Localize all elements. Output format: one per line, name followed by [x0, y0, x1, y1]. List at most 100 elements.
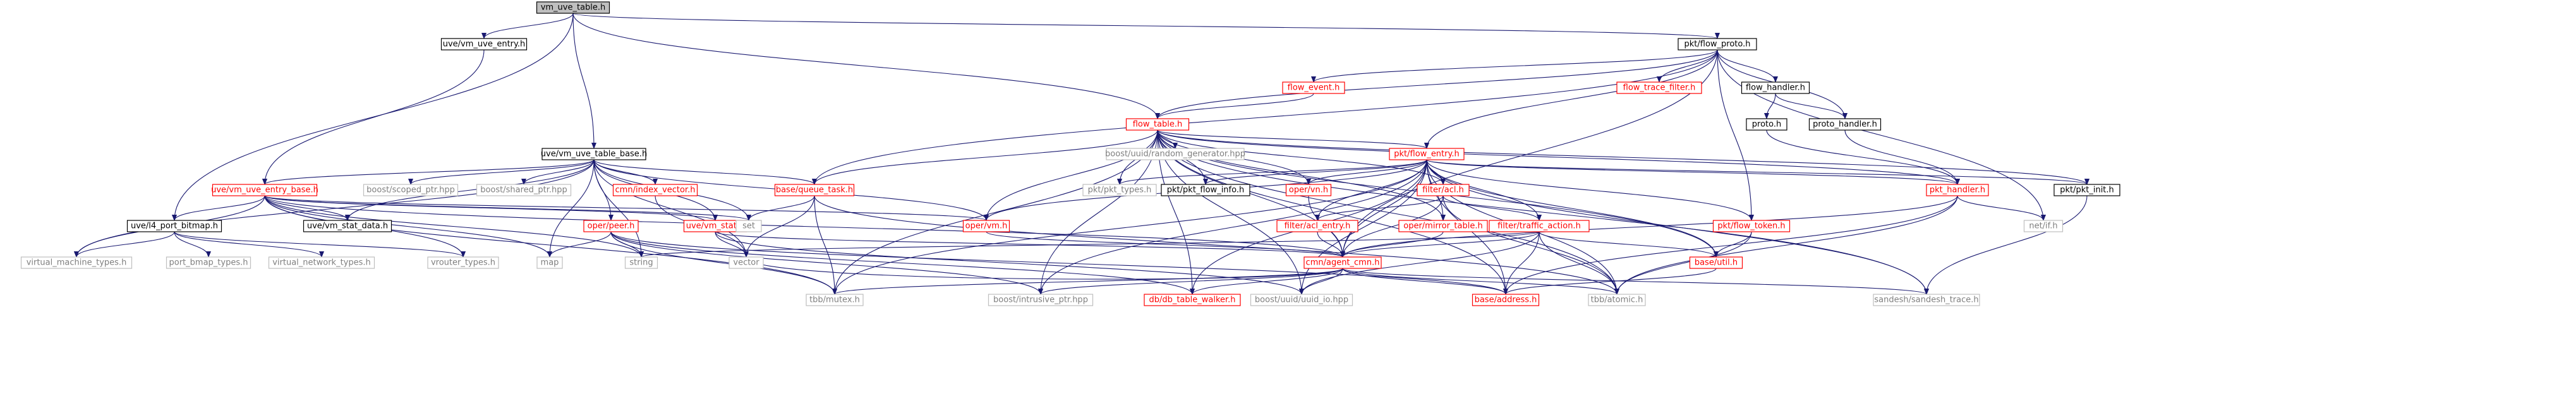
node-label: filter/acl.h — [1422, 186, 1464, 195]
node-box — [806, 294, 864, 306]
edge-cmn_agent_cmn_h-to-vector — [744, 257, 1343, 280]
edge-uve_vm_uve_table_base_h-to-map — [547, 159, 595, 258]
node-uve-vm-uve-table-base-h[interactable]: uve/vm_uve_table_base.h — [541, 148, 647, 160]
node-cmn-index-vector-h[interactable]: cmn/index_vector.h — [612, 184, 698, 196]
node-pkt-flow-token-h[interactable]: pkt/flow_token.h — [1712, 220, 1791, 232]
node-db-db-table-walker-h[interactable]: db/db_table_walker.h — [1144, 294, 1241, 306]
node-box — [988, 294, 1094, 306]
node-base-address-h[interactable]: base/address.h — [1472, 294, 1540, 306]
edge-proto_h-to-pkt_handler_h — [1766, 129, 1960, 185]
node-pkt-pkt-flow-info-h[interactable]: pkt/pkt_flow_info.h — [1161, 184, 1250, 196]
edge-uve_vm_uve_table_base_h-to-uve_vm_uve_entry_base_h — [262, 159, 595, 185]
edge-pkt_flow_entry_h-to-pkt_pkt_types_h — [1117, 159, 1427, 185]
node-base-util-h[interactable]: base/util.h — [1689, 256, 1743, 269]
node-oper-mirror-table-h[interactable]: oper/mirror_table.h — [1398, 220, 1488, 232]
node-box — [1746, 118, 1787, 131]
nodes-layer: vm_uve_table.h uve/vm_uve_entry.h pkt/flow… — [20, 1, 2120, 306]
node-pkt-flow-entry-h[interactable]: pkt/flow_entry.h — [1389, 148, 1465, 160]
node-box — [1808, 118, 1882, 131]
edge-oper_mirror_table_h-to-cmn_agent_cmn_h — [1340, 231, 1444, 258]
edge-pkt_flow_proto_h-to-pkt_flow_token_h — [1717, 49, 1754, 221]
node-box — [536, 256, 563, 269]
edge-uve_l4_port_bitmap_h-to-virtual_machine_types_h — [74, 231, 175, 258]
node-filter-acl-h[interactable]: filter/acl.h — [1417, 184, 1470, 196]
node-oper-vm-h[interactable]: oper/vm.h — [962, 220, 1010, 232]
node-label: db/db_table_walker.h — [1149, 296, 1235, 305]
node-label: cmn/agent_cmn.h — [1306, 258, 1380, 268]
node-label: pkt/pkt_flow_info.h — [1167, 186, 1244, 195]
node-box — [476, 184, 572, 196]
node-base-queue-task-h[interactable]: base/queue_task.h — [774, 184, 855, 196]
node-label: base/queue_task.h — [776, 186, 853, 195]
node-box — [303, 220, 392, 232]
node-box — [2053, 184, 2120, 196]
node-label: boost/scoped_ptr.hpp — [366, 186, 455, 195]
edge-filter_acl_h-to-cmn_agent_cmn_h — [1340, 195, 1444, 258]
node-label: set — [742, 222, 755, 231]
node-box — [440, 38, 528, 51]
node-cmn-agent-cmn-h[interactable]: cmn/agent_cmn.h — [1303, 256, 1382, 269]
node-uve-vm-uve-entry-h[interactable]: uve/vm_uve_entry.h — [440, 38, 528, 51]
edge-uve_vm_uve_table_base_h-to-base_queue_task_h — [593, 159, 817, 185]
node-flow-trace-filter-h[interactable]: flow_trace_filter.h — [1616, 81, 1702, 94]
node-flow-event-h[interactable]: flow_event.h — [1282, 81, 1345, 94]
edge-oper_vm_h-to-cmn_agent_cmn_h — [986, 231, 1345, 258]
node-label: pkt/flow_proto.h — [1684, 40, 1751, 49]
edge-pkt_handler_h-to-net_if_h — [1957, 195, 2046, 221]
node-pkt-flow-proto-h[interactable]: pkt/flow_proto.h — [1678, 38, 1757, 51]
node-pkt-handler-h[interactable]: pkt_handler.h — [1926, 184, 1989, 196]
edge-pkt_flow_token_h-to-tbb_atomic_h — [1614, 231, 1752, 295]
node-proto-handler-h[interactable]: proto_handler.h — [1808, 118, 1882, 131]
node-uve-l4-port-bitmap-h[interactable]: uve/l4_port_bitmap.h — [126, 220, 222, 232]
edge-cmn_agent_cmn_h-to-tbb_mutex_h — [832, 268, 1343, 295]
node-flow-table-h[interactable]: flow_table.h — [1125, 118, 1190, 131]
node-oper-peer-h[interactable]: oper/peer.h — [583, 220, 639, 232]
node-label: flow_event.h — [1288, 83, 1340, 93]
node-label: oper/vn.h — [1289, 186, 1328, 195]
node-uve-vm-stat-data-h[interactable]: uve/vm_stat_data.h — [303, 220, 392, 232]
node-label: virtual_machine_types.h — [27, 258, 127, 268]
node-box — [962, 220, 1010, 232]
edge-uve_vm_uve_entry_h-to-uve_vm_uve_entry_base_h — [262, 49, 485, 185]
node-label: pkt_handler.h — [1930, 186, 1985, 195]
node-label: base/util.h — [1695, 258, 1738, 268]
edge-oper_peer_h-to-db_db_table_walker_h — [610, 231, 1195, 295]
edge-filter_traffic_action_h-to-boost_uuid_uuid_io_hpp — [1299, 231, 1540, 295]
node-boost-scoped-ptr-hpp: boost/scoped_ptr.hpp — [363, 184, 459, 196]
node-filter-acl-entry-h[interactable]: filter/acl_entry.h — [1276, 220, 1358, 232]
node-label: uve/vm_uve_entry.h — [443, 40, 526, 49]
edge-uve_l4_port_bitmap_h-to-vrouter_types_h — [174, 231, 466, 258]
edge-filter_acl_h-to-tbb_atomic_h — [1442, 195, 1619, 295]
node-vm-uve-table-h[interactable]: vm_uve_table.h — [536, 1, 610, 14]
edge-uve_vm_uve_entry_base_h-to-oper_vm_h — [264, 195, 989, 221]
node-box — [126, 220, 222, 232]
node-flow-handler-h[interactable]: flow_handler.h — [1741, 81, 1810, 94]
edge-uve_vm_uve_table_base_h-to-vector — [593, 159, 749, 258]
node-proto-h[interactable]: proto.h — [1746, 118, 1787, 131]
node-label: filter/acl_entry.h — [1285, 222, 1351, 231]
node-uve-vm-stat-h[interactable]: uve/vm_stat.h — [683, 220, 747, 232]
edge-pkt_flow_entry_h-to-boost_uuid_uuid_io_hpp — [1299, 159, 1427, 295]
node-label: oper/mirror_table.h — [1403, 222, 1482, 231]
node-uve-vm-uve-entry-base-h[interactable]: uve/vm_uve_entry_base.h — [211, 184, 318, 196]
edge-vm_uve_table_h-to-flow_table_h — [572, 13, 1160, 119]
node-label: proto_handler.h — [1813, 120, 1877, 129]
node-boost-intrusive-ptr-hpp: boost/intrusive_ptr.hpp — [988, 294, 1094, 306]
node-label: boost/shared_ptr.hpp — [480, 186, 567, 195]
node-oper-vn-h[interactable]: oper/vn.h — [1285, 184, 1332, 196]
node-label: proto.h — [1752, 120, 1781, 129]
node-port-bmap-types-h: port_bmap_types.h — [166, 256, 251, 269]
node-box — [624, 256, 658, 269]
node-box — [1712, 220, 1791, 232]
edge-pkt_flow_proto_h-to-pkt_flow_entry_h — [1424, 49, 1718, 149]
node-pkt-pkt-types-h: pkt/pkt_types.h — [1082, 184, 1157, 196]
edge-filter_traffic_action_h-to-cmn_agent_cmn_h — [1340, 231, 1540, 258]
node-vector: vector — [729, 256, 764, 269]
node-pkt-pkt-init-h[interactable]: pkt/pkt_init.h — [2053, 184, 2120, 196]
node-filter-traffic-action-h[interactable]: filter/traffic_action.h — [1489, 220, 1590, 232]
node-label: tbb/atomic.h — [1591, 296, 1643, 305]
edge-flow_table_h-to-oper_vm_h — [984, 129, 1158, 221]
node-box — [1489, 220, 1590, 232]
edge-pkt_flow_entry_h-to-pkt_flow_token_h — [1426, 159, 1754, 221]
node-label: flow_trace_filter.h — [1623, 83, 1696, 93]
